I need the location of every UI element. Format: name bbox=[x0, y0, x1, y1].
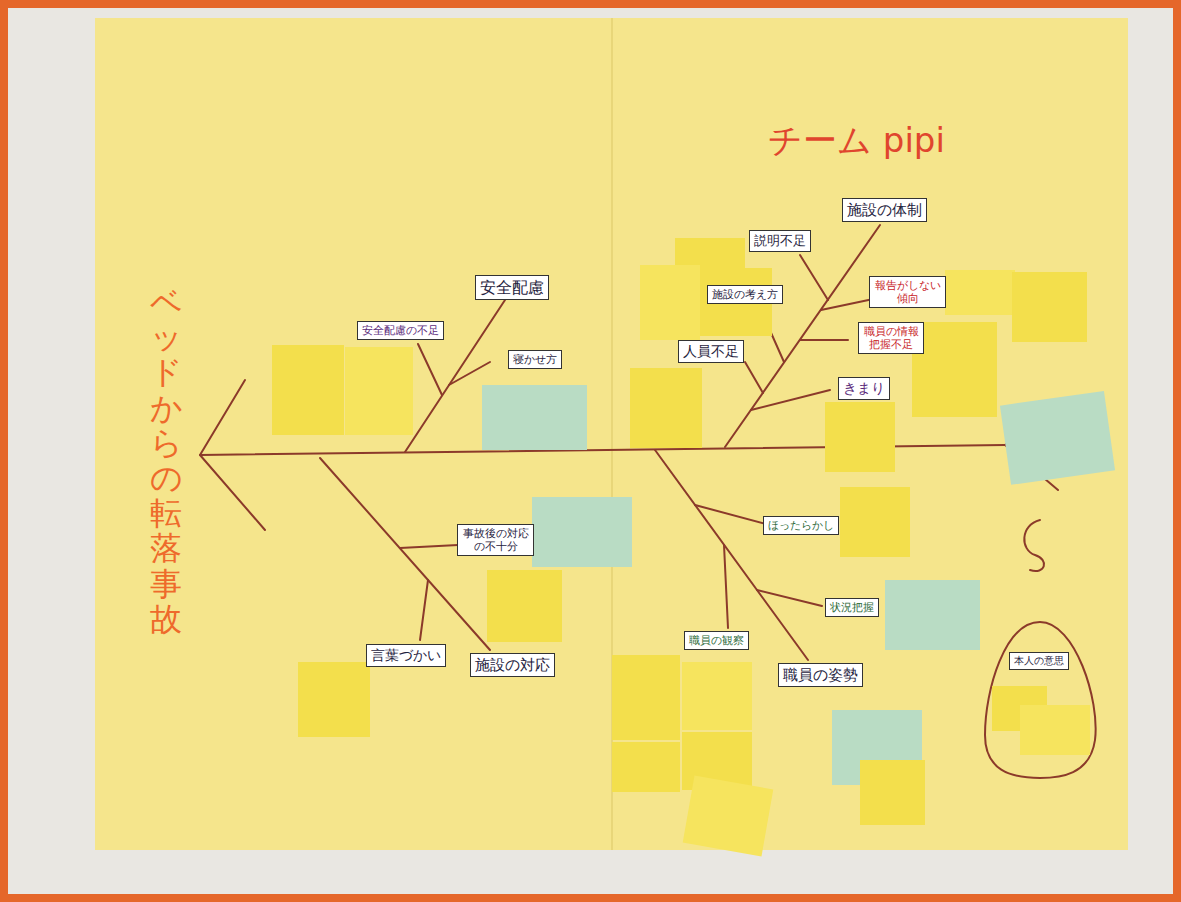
sticky-note bbox=[675, 238, 745, 268]
bone bbox=[655, 450, 808, 660]
photo-frame bbox=[4, 4, 1177, 898]
sticky-note bbox=[298, 662, 370, 737]
sub-bone bbox=[695, 505, 766, 524]
sub-bone bbox=[800, 339, 848, 341]
fish-head bbox=[200, 380, 265, 530]
sticky-note bbox=[345, 347, 413, 435]
cause-text: 職員の姿勢 bbox=[783, 666, 858, 684]
cause-label: 施設の対応 bbox=[470, 653, 555, 677]
cause-label: 報告がしない傾向 bbox=[869, 276, 946, 308]
sub-bone bbox=[757, 590, 822, 606]
sticky-note bbox=[1012, 272, 1087, 342]
cause-text: 職員の情報把握不足 bbox=[863, 325, 919, 351]
sticky-note bbox=[683, 776, 774, 857]
cause-label: 安全配慮の不足 bbox=[357, 321, 444, 340]
sticky-note bbox=[1000, 391, 1115, 485]
cause-label: きまり bbox=[838, 377, 890, 400]
cause-label: 職員の姿勢 bbox=[778, 663, 863, 687]
sticky-note bbox=[860, 760, 925, 825]
sticky-note bbox=[640, 265, 700, 340]
team-name: チーム pipi bbox=[768, 118, 945, 164]
cause-label: 状況把握 bbox=[825, 598, 879, 617]
sticky-note bbox=[885, 580, 980, 650]
cause-label: 本人の意思 bbox=[1009, 652, 1069, 670]
cause-text: 説明不足 bbox=[754, 233, 806, 249]
cause-label: 人員不足 bbox=[678, 340, 744, 363]
sub-bone bbox=[724, 545, 728, 628]
sticky-note bbox=[840, 487, 910, 557]
sub-bone bbox=[745, 362, 763, 393]
cause-label: 施設の体制 bbox=[842, 198, 927, 222]
sub-bone bbox=[418, 344, 442, 395]
sub-bone bbox=[800, 255, 828, 300]
cause-text: 施設の体制 bbox=[847, 201, 922, 219]
cause-label: 事故後の対応の不十分 bbox=[457, 524, 534, 556]
sticky-note bbox=[612, 742, 680, 792]
tail-curl bbox=[1024, 520, 1044, 571]
cause-text: 安全配慮 bbox=[480, 278, 544, 297]
sticky-note bbox=[272, 345, 344, 435]
sticky-note bbox=[612, 655, 680, 740]
sub-bone bbox=[400, 545, 458, 548]
cause-label: ほったらかし bbox=[763, 516, 839, 535]
cause-text: きまり bbox=[843, 380, 885, 397]
cause-text: 施設の対応 bbox=[475, 656, 550, 674]
cause-text: 職員の観察 bbox=[689, 634, 744, 647]
sticky-note bbox=[487, 570, 562, 642]
cause-text: 本人の意思 bbox=[1014, 655, 1064, 667]
cause-text: ほったらかし bbox=[768, 519, 834, 532]
cause-label: 職員の観察 bbox=[684, 631, 749, 650]
cause-text: 安全配慮の不足 bbox=[362, 324, 439, 337]
fishbone-lines bbox=[200, 225, 1096, 778]
cause-text: 事故後の対応の不十分 bbox=[462, 527, 529, 553]
cause-text: 施設の考え方 bbox=[712, 288, 778, 301]
sub-bone bbox=[751, 390, 830, 410]
cause-text: 寝かせ方 bbox=[513, 353, 557, 366]
sticky-note bbox=[682, 662, 752, 730]
cause-text: 状況把握 bbox=[830, 601, 874, 614]
sticky-notes bbox=[272, 238, 1115, 856]
sticky-note bbox=[482, 385, 587, 450]
cause-label: 寝かせ方 bbox=[508, 350, 562, 369]
poster-paper bbox=[95, 18, 1128, 850]
sticky-note bbox=[532, 497, 632, 567]
cause-label: 職員の情報把握不足 bbox=[858, 322, 924, 354]
sticky-note bbox=[630, 368, 702, 448]
sub-bone bbox=[420, 580, 428, 640]
cause-label: 施設の考え方 bbox=[707, 285, 783, 304]
cause-text: 言葉づかい bbox=[371, 647, 441, 664]
diagram-title: ベッドからの転落事故 bbox=[150, 285, 182, 637]
sticky-note bbox=[912, 322, 997, 417]
sticky-note bbox=[1020, 705, 1090, 755]
sub-bone bbox=[449, 362, 490, 385]
cause-text: 人員不足 bbox=[683, 343, 739, 360]
sticky-note bbox=[945, 270, 1015, 315]
cause-label: 説明不足 bbox=[749, 230, 811, 252]
cause-text: 報告がしない傾向 bbox=[874, 279, 941, 305]
sticky-note bbox=[825, 402, 895, 472]
cause-label: 安全配慮 bbox=[475, 275, 549, 300]
cause-label: 言葉づかい bbox=[366, 644, 446, 667]
egg-outline bbox=[985, 622, 1096, 778]
